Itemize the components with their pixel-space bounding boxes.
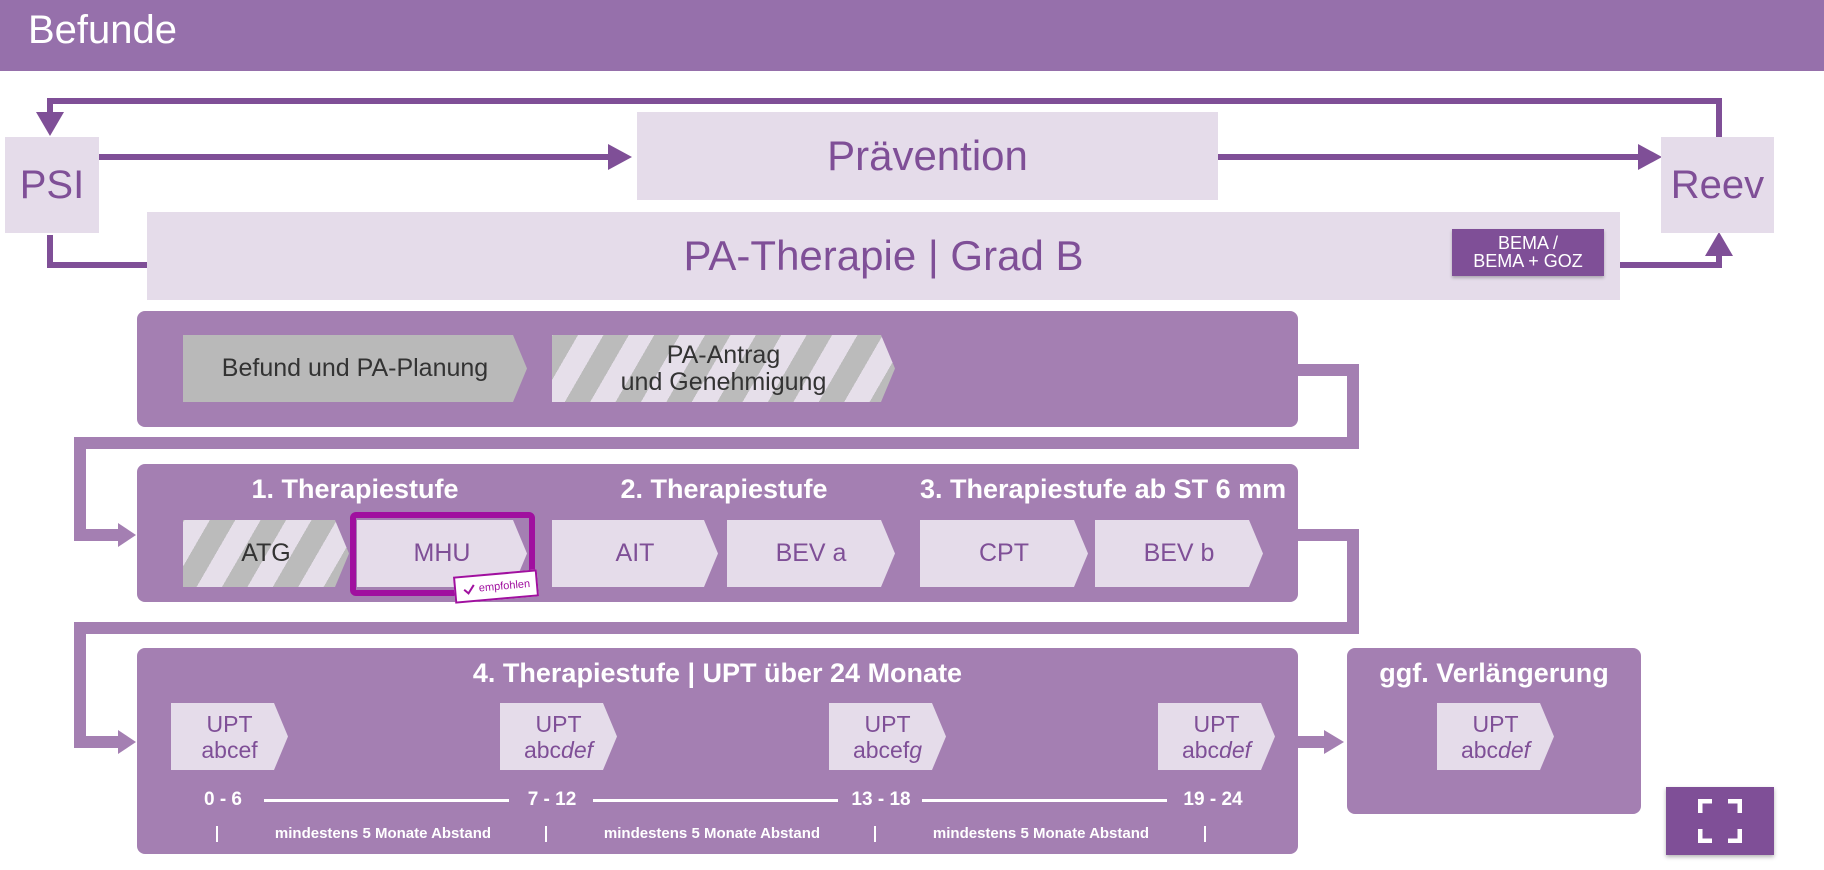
arrowhead-extension [1324, 730, 1344, 754]
arrowhead-reev [1638, 144, 1662, 170]
arrowhead-upt [118, 730, 136, 754]
check-icon [463, 583, 475, 595]
gap-note-1: mindestens 5 Monate Abstand [274, 825, 492, 842]
upt-item-4[interactable]: UPT abcdef [1158, 703, 1275, 770]
arrowhead-praevention [608, 144, 632, 170]
arrowhead-psi [36, 112, 64, 136]
upt-item-2-label: UPT [535, 710, 582, 737]
gap-note-3: mindestens 5 Monate Abstand [932, 825, 1150, 842]
extension-upt-label: UPT [1472, 710, 1519, 737]
upt-item-3-codes: abcefg [852, 736, 923, 763]
arrowhead-reev-up [1705, 232, 1733, 256]
return-loop-line [47, 98, 1722, 137]
upt-item-2[interactable]: UPT abcdef [500, 703, 617, 770]
billing-badge: BEMA / BEMA + GOZ [1452, 229, 1604, 276]
arrowhead-stages [118, 523, 136, 547]
connector-planning-to-stages [74, 364, 1359, 541]
stage2-title: 2. Therapiestufe [620, 474, 828, 504]
fullscreen-icon [1698, 799, 1742, 843]
extension-upt-item[interactable]: UPT abcdef [1437, 703, 1554, 770]
timeline-tick-2 [545, 826, 547, 842]
antrag-label-line1: PA-Antrag [666, 340, 781, 369]
psi-to-pa-line [47, 235, 147, 268]
mhu-label: MHU [413, 539, 471, 567]
upt-item-1-codes: abcef [201, 736, 258, 763]
upt-panel [137, 648, 1298, 854]
timeline-line-2 [593, 799, 838, 802]
upt-item-1[interactable]: UPT abcef [171, 703, 288, 770]
timeline-line-1 [264, 799, 509, 802]
befund-step[interactable]: Befund und PA-Planung [183, 335, 527, 402]
antrag-label-line2: und Genehmigung [620, 367, 827, 396]
bev-a-step[interactable]: BEV a [727, 520, 895, 587]
pa-to-reev-line [1620, 245, 1722, 268]
ait-label: AIT [615, 539, 655, 567]
bev-b-step[interactable]: BEV b [1095, 520, 1263, 587]
atg-label: ATG [241, 539, 291, 567]
pa-therapie-box: PA-Therapie | Grad B [147, 212, 1620, 300]
timeline-tick-4 [1204, 826, 1206, 842]
upt-item-3-label: UPT [864, 710, 911, 737]
timeline-tick-3 [874, 826, 876, 842]
praevention-label: Prävention [827, 132, 1028, 179]
recommended-label: empfohlen [478, 577, 531, 594]
billing-badge-line2: BEMA + GOZ [1473, 251, 1583, 271]
upt-title: 4. Therapiestufe | UPT über 24 Monate [472, 658, 963, 688]
reev-label: Reev [1670, 162, 1765, 207]
ait-step[interactable]: AIT [552, 520, 718, 587]
fullscreen-button[interactable] [1666, 787, 1774, 855]
cpt-label: CPT [979, 539, 1029, 567]
gap-note-2: mindestens 5 Monate Abstand [603, 825, 821, 842]
antrag-step[interactable]: PA-Antrag und Genehmigung [552, 335, 895, 402]
upt-item-3[interactable]: UPT abcefg [829, 703, 946, 770]
timeline-line-3 [922, 799, 1167, 802]
upt-item-4-label: UPT [1193, 710, 1240, 737]
header-bar [0, 0, 1824, 71]
timeline-label-2: 7 - 12 [527, 789, 577, 810]
cpt-step[interactable]: CPT [920, 520, 1088, 587]
psi-box: PSI [5, 137, 99, 233]
stage1-title: 1. Therapiestufe [251, 474, 459, 504]
stage3-title: 3. Therapiestufe ab ST 6 mm [920, 474, 1287, 504]
bev-b-label: BEV b [1143, 539, 1215, 567]
timeline-label-4: 19 - 24 [1183, 789, 1243, 810]
recommended-badge: empfohlen [452, 569, 540, 604]
praevention-box: Prävention [637, 112, 1218, 200]
timeline-tick-1 [216, 826, 218, 842]
mhu-step[interactable]: MHU [357, 520, 527, 587]
pa-therapie-label: PA-Therapie | Grad B [683, 232, 1084, 279]
upt-item-1-label: UPT [206, 710, 253, 737]
extension-upt-codes: abcdef [1460, 736, 1531, 763]
extension-title: ggf. Verlängerung [1379, 658, 1609, 688]
connector-stages-to-upt [74, 529, 1359, 748]
upt-item-4-codes: abcdef [1181, 736, 1252, 763]
timeline-label-1: 0 - 6 [203, 789, 243, 810]
upt-item-2-codes: abcdef [523, 736, 594, 763]
befund-label: Befund und PA-Planung [221, 354, 489, 382]
reev-box: Reev [1661, 137, 1774, 233]
mhu-highlight-frame [350, 512, 535, 596]
atg-step[interactable]: ATG [183, 520, 349, 587]
page-title: Befunde [28, 8, 178, 52]
billing-badge-line1: BEMA / [1497, 233, 1559, 253]
timeline-label-3: 13 - 18 [851, 789, 911, 810]
bev-a-label: BEV a [775, 539, 847, 567]
psi-label: PSI [19, 162, 85, 207]
